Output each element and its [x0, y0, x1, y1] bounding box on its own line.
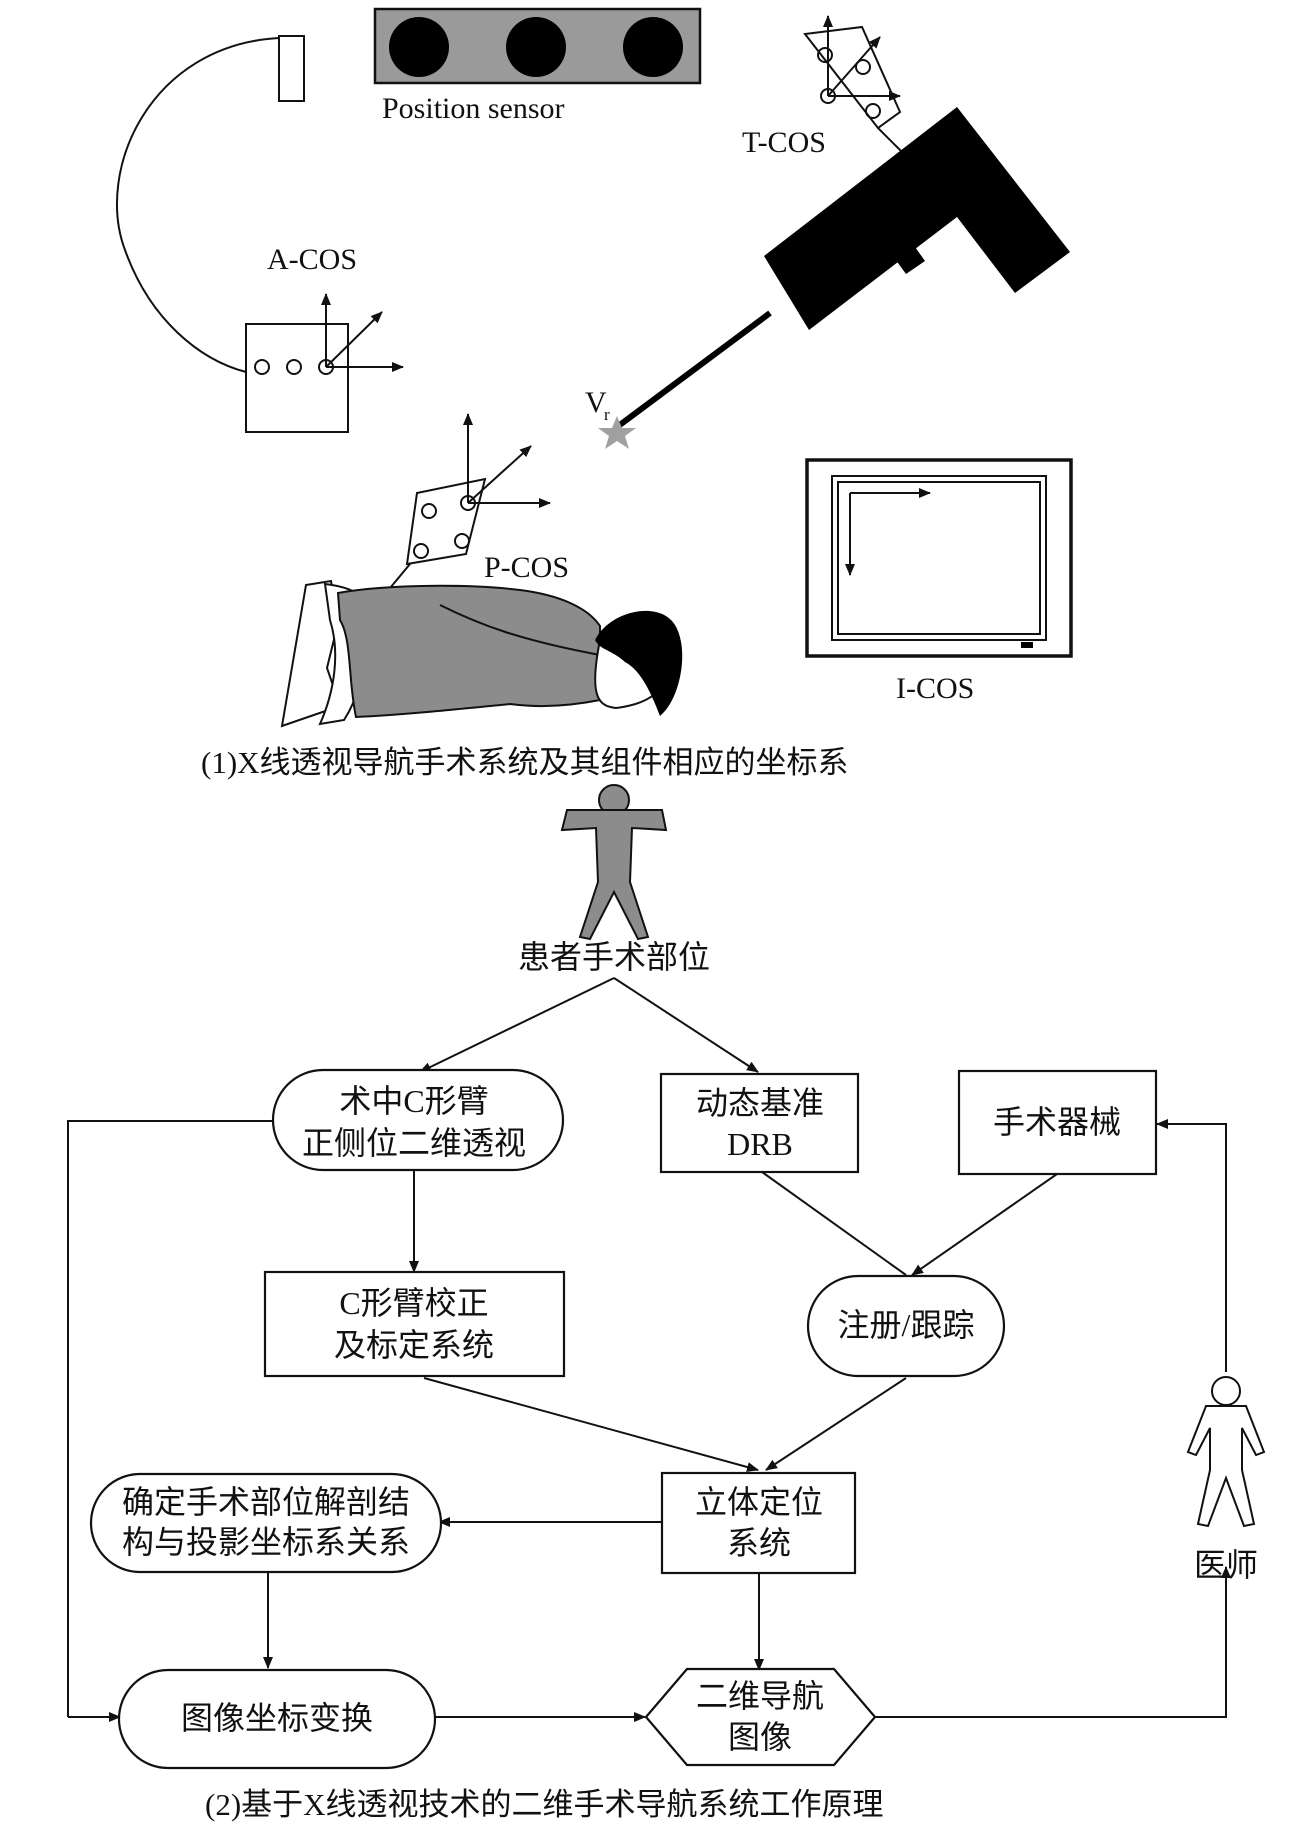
caption-part1: (1)X线透视导航手术系统及其组件相应的坐标系	[201, 745, 849, 780]
node-anatomy-line2: 构与投影坐标系关系	[122, 1524, 410, 1560]
node-image-transform-label: 图像坐标变换	[181, 1700, 373, 1736]
reference-cable	[116, 35, 305, 373]
vr-subscript: r	[604, 405, 610, 424]
node-instruments-label: 手术器械	[993, 1104, 1121, 1140]
node-calibration-line1: C形臂校正	[339, 1285, 488, 1321]
node-image-transform: 图像坐标变换	[117, 1668, 437, 1770]
node-instruments: 手术器械	[957, 1069, 1158, 1176]
node-stereotactic: 立体定位 系统	[660, 1471, 857, 1575]
vr-label: V	[585, 386, 607, 419]
monitor-icon	[805, 458, 1073, 658]
surgical-tool	[615, 15, 1070, 430]
node-calibration-line2: 及标定系统	[334, 1327, 494, 1363]
node-calibration: C形臂校正 及标定系统	[263, 1270, 566, 1378]
patient-person-icon	[560, 784, 668, 941]
position-sensor	[373, 7, 702, 85]
node-nav-line1: 二维导航	[696, 1678, 824, 1714]
patient-figure	[280, 579, 683, 728]
node-stereotactic-line2: 系统	[727, 1525, 791, 1561]
node-carm-line1: 术中C形臂	[339, 1083, 488, 1119]
node-registration: 注册/跟踪	[806, 1274, 1006, 1378]
p-cos-marker	[365, 413, 551, 618]
node-nav-line2: 图像	[728, 1719, 792, 1755]
node-drb-line2: DRB	[727, 1126, 793, 1162]
a-cos-label: A-COS	[267, 243, 357, 276]
node-drb: 动态基准 DRB	[659, 1072, 860, 1174]
i-cos-label: I-COS	[896, 672, 974, 705]
node-stereotactic-line1: 立体定位	[695, 1484, 823, 1520]
node-drb-line1: 动态基准	[696, 1085, 824, 1121]
flow-connectors	[67, 977, 1231, 1722]
node-anatomy-line1: 确定手术部位解剖结	[122, 1484, 410, 1520]
position-sensor-label: Position sensor	[382, 92, 565, 125]
caption-part2: (2)基于X线透视技术的二维手术导航系统工作原理	[205, 1787, 884, 1822]
doctor-label: 医师	[1194, 1547, 1258, 1583]
a-cos-reference	[245, 293, 404, 433]
node-carm-line2: 正侧位二维透视	[302, 1125, 526, 1161]
doctor-person-icon	[1186, 1376, 1266, 1528]
vr-star-icon	[598, 416, 636, 449]
node-carm-fluoroscopy: 术中C形臂 正侧位二维透视	[271, 1068, 565, 1172]
p-cos-label: P-COS	[484, 551, 569, 584]
t-cos-label: T-COS	[742, 126, 826, 159]
patient-site-label: 患者手术部位	[518, 939, 710, 975]
node-anatomy-relation: 确定手术部位解剖结 构与投影坐标系关系	[89, 1472, 443, 1574]
node-registration-label: 注册/跟踪	[838, 1307, 975, 1343]
node-2d-navigation-image: 二维导航 图像	[644, 1667, 877, 1767]
